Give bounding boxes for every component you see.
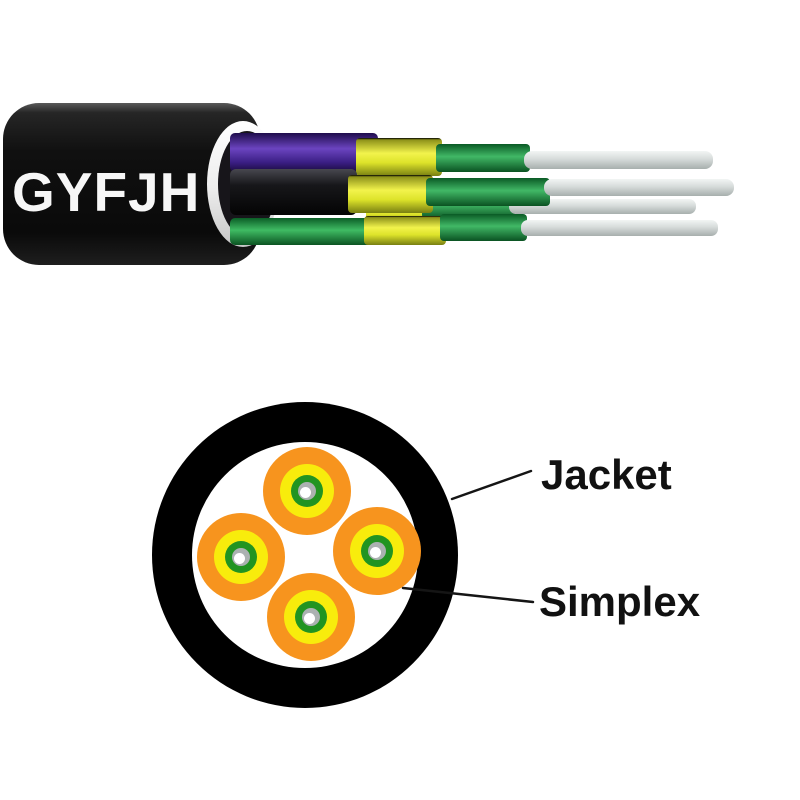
cross-section-diagram: Jacket Simplex — [152, 402, 701, 708]
simplex-unit-left — [197, 513, 285, 601]
strength-yarn-layer — [348, 175, 433, 213]
fiber-core — [300, 487, 311, 498]
fiber-core — [370, 547, 381, 558]
subunit-row-green — [230, 214, 718, 245]
subunit-jacket-black — [230, 169, 357, 215]
jacket-label: Jacket — [541, 451, 672, 498]
bare-fiber — [544, 179, 734, 196]
fiber-core — [304, 613, 315, 624]
cable-3d-view: GYFJH — [3, 103, 734, 265]
bare-fiber — [524, 151, 713, 169]
subunit-row-black — [230, 169, 734, 215]
simplex-callout-line — [401, 586, 535, 604]
bare-fiber — [521, 220, 718, 236]
tight-buffer — [440, 214, 527, 241]
cable-print-label: GYFJH — [12, 161, 200, 223]
jacket-callout-line — [450, 469, 533, 501]
cable-jacket — [3, 103, 260, 265]
tight-buffer — [426, 178, 550, 206]
subunit-jacket-green — [230, 218, 380, 245]
fiber-core — [234, 553, 245, 564]
strength-yarn-layer — [356, 138, 442, 176]
subunit-jacket-purple — [230, 133, 378, 172]
simplex-unit-right — [333, 507, 421, 595]
simplex-unit-bottom — [267, 573, 355, 661]
cable-interior — [192, 442, 418, 668]
simplex-label: Simplex — [539, 578, 701, 625]
simplex-unit-top — [263, 447, 351, 535]
tight-buffer — [436, 144, 530, 172]
subunit-row-purple — [230, 133, 713, 176]
strength-yarn-layer — [364, 216, 446, 245]
bare-fiber — [509, 199, 696, 214]
